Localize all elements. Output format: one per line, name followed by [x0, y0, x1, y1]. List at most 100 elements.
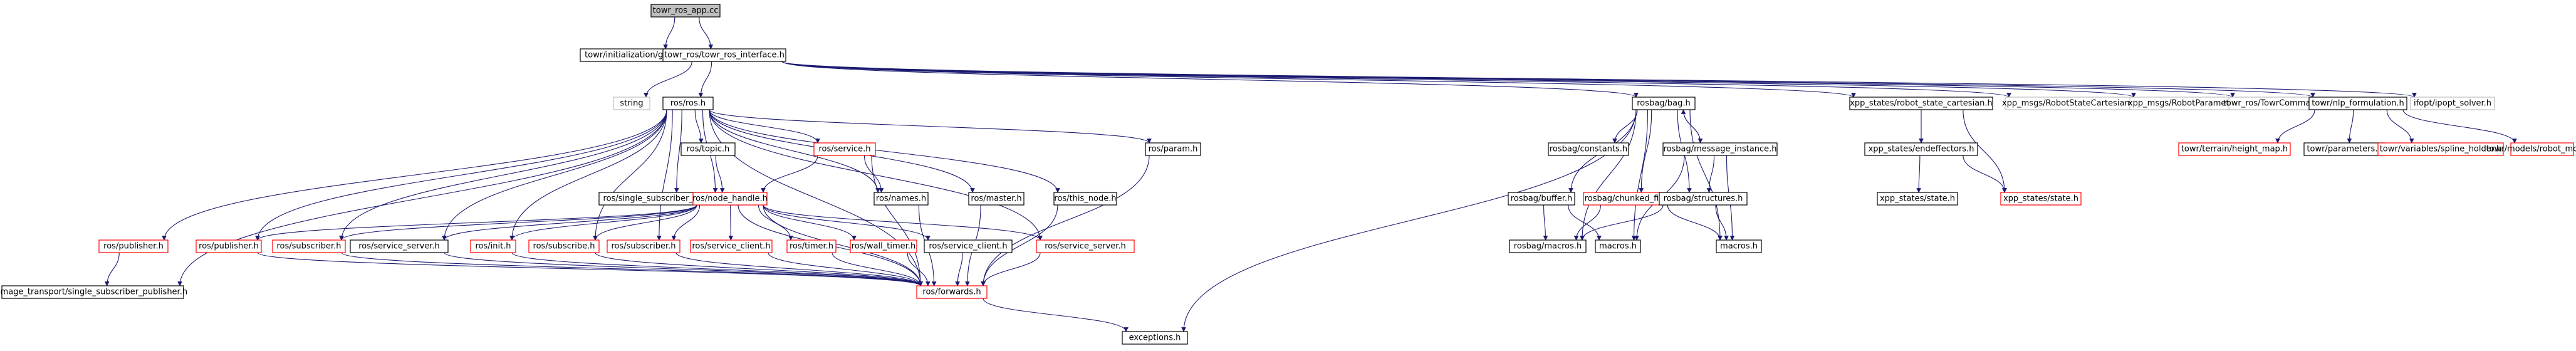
node-structures[interactable]: rosbag/structures.h [1659, 192, 1748, 206]
node-subscriber[interactable]: ros/subscriber.h [272, 239, 346, 253]
node-label: xpp_states/robot_state_cartesian.h [1850, 99, 1993, 108]
node-towr-params[interactable]: towr/parameters.h [2303, 142, 2386, 156]
node-ipopt[interactable]: ifopt/ipopt_solver.h [2410, 97, 2495, 110]
node-box [196, 239, 262, 253]
node-label: rosbag/buffer.h [1511, 194, 1573, 204]
node-label: rosbag/structures.h [1664, 194, 1743, 204]
node-box [528, 239, 600, 253]
node-bag[interactable]: rosbag/bag.h [1632, 97, 1696, 110]
node-names[interactable]: ros/names.h [873, 192, 929, 206]
node-label: ros/service_client.h [929, 242, 1007, 251]
edge-nlp-to-height_map [2275, 109, 2315, 144]
node-box [813, 142, 876, 156]
node-box [662, 97, 714, 110]
node-macros1[interactable]: macros.h [1595, 239, 1641, 253]
edge-bag-to-macros1 [1631, 109, 1648, 241]
edge-node_handle-to-service_server [442, 204, 697, 241]
node-macros2[interactable]: macros.h [1716, 239, 1762, 253]
node-label: xpp_msgs/RobotParameters.h [2128, 99, 2250, 108]
node-label: towr/models/robot_model.h [2486, 145, 2576, 154]
node-app[interactable]: towr_ros_app.cc [650, 4, 721, 18]
node-layer: towr_ros_app.cctowr/initialization/gait_… [0, 4, 2576, 345]
edge-towr_if-to-ros [698, 61, 712, 98]
node-publisher-l[interactable]: ros/publisher.h [98, 239, 169, 253]
node-xpp-msg-rsc[interactable]: xpp_msgs/RobotStateCartesian.h [2002, 97, 2137, 110]
node-label: ros/publisher.h [199, 242, 259, 251]
node-node-handle[interactable]: ros/node_handle.h [692, 192, 768, 206]
node-param[interactable]: ros/param.h [1145, 142, 1201, 156]
edge-subscriber-to-forwards [341, 252, 923, 286]
edge-towr_if-to-xpp_msg_rp [781, 61, 2136, 98]
node-init[interactable]: ros/init.h [470, 239, 516, 253]
edge-service-to-forwards [871, 155, 923, 286]
node-label: ros/param.h [1149, 145, 1198, 154]
node-this-node[interactable]: ros/this_node.h [1053, 192, 1117, 206]
node-box [613, 97, 650, 110]
node-label: towr_ros/TowrCommand.h [2223, 99, 2329, 108]
node-box [1509, 239, 1587, 253]
node-towr-if[interactable]: towr_ros/towr_ros_interface.h [662, 48, 786, 62]
edge-node_handle-to-service_client2 [763, 204, 931, 241]
node-buffer[interactable]: rosbag/buffer.h [1508, 192, 1575, 206]
node-xpp-msg-rp[interactable]: xpp_msgs/RobotParameters.h [2128, 97, 2250, 110]
node-box [2308, 97, 2407, 110]
edge-ros-to-ssp [674, 109, 682, 193]
edge-nlp-to-towr_params [2347, 109, 2354, 144]
node-service-server2[interactable]: ros/service_server.h [1036, 239, 1135, 253]
edge-ros-to-img_ssp [177, 109, 667, 286]
node-box [786, 239, 837, 253]
node-forwards[interactable]: ros/forwards.h [916, 285, 988, 299]
node-publisher[interactable]: ros/publisher.h [196, 239, 262, 253]
edge-layer [104, 16, 2517, 332]
node-robot-model[interactable]: towr/models/robot_model.h [2486, 142, 2576, 156]
node-service-client2[interactable]: ros/service_client.h [924, 239, 1013, 253]
node-box [1053, 192, 1117, 206]
node-label: xpp_states/state.h [1880, 194, 1955, 204]
node-chunked[interactable]: rosbag/chunked_file.h [1583, 192, 1676, 206]
node-label: ros/topic.h [687, 145, 730, 154]
node-xpp-endeff[interactable]: xpp_states/endeffectors.h [1864, 142, 1978, 156]
node-subscriber2[interactable]: ros/subscriber.h [607, 239, 681, 253]
node-service-server[interactable]: ros/service_server.h [350, 239, 449, 253]
node-msg-inst[interactable]: rosbag/message_instance.h [1662, 142, 1778, 156]
node-topic[interactable]: ros/topic.h [681, 142, 736, 156]
edge-ros-to-topic [694, 109, 704, 144]
node-xpp-rsc[interactable]: xpp_states/robot_state_cartesian.h [1849, 97, 1993, 110]
node-label: ros/service.h [818, 145, 870, 154]
node-string[interactable]: string [613, 97, 650, 110]
node-box [1849, 97, 1993, 110]
edge-ros-to-init [509, 109, 667, 241]
node-master[interactable]: ros/master.h [968, 192, 1025, 206]
node-rosbag-const[interactable]: rosbag/constants.h [1548, 142, 1629, 156]
edge-ros-to-service_server [442, 109, 667, 241]
node-xpp-state-red[interactable]: xpp_states/state.h [2000, 192, 2082, 206]
node-xpp-state[interactable]: xpp_states/state.h [1877, 192, 1958, 206]
node-box [2410, 97, 2495, 110]
node-service-client[interactable]: ros/service_client.h [690, 239, 773, 253]
node-box [1595, 239, 1641, 253]
node-exceptions[interactable]: exceptions.h [1122, 331, 1188, 345]
node-timer[interactable]: ros/timer.h [786, 239, 837, 253]
edge-xpp_rsc-to-xpp_state_red [1963, 109, 2007, 193]
node-subscribe[interactable]: ros/subscribe.h [528, 239, 600, 253]
node-height-map[interactable]: towr/terrain/height_map.h [2178, 142, 2291, 156]
node-wall-timer[interactable]: ros/wall_timer.h [850, 239, 917, 253]
node-img-ssp[interactable]: image_transport/single_subscriber_publis… [0, 285, 187, 299]
node-ros[interactable]: ros/ros.h [662, 97, 714, 110]
node-spline-holder[interactable]: towr/variables/spline_holder.h [2377, 142, 2504, 156]
edge-topic-to-node_handle [715, 155, 725, 193]
node-rosbag-macros[interactable]: rosbag/macros.h [1509, 239, 1587, 253]
node-label: towr_ros_app.cc [653, 6, 719, 16]
node-box [924, 239, 1013, 253]
node-label: rosbag/chunked_file.h [1585, 194, 1674, 204]
edge-chunked-to-macros2 [1667, 204, 1723, 241]
node-nlp[interactable]: towr/nlp_formulation.h [2308, 97, 2407, 110]
node-label: ros/subscriber.h [611, 242, 675, 251]
edge-ros-to-this_node [709, 109, 1060, 193]
node-box [1659, 192, 1748, 206]
node-label: ros/timer.h [790, 242, 833, 251]
node-service[interactable]: ros/service.h [813, 142, 876, 156]
edge-xpp_endeff-to-xpp_state [1916, 155, 1921, 193]
node-label: ros/init.h [475, 242, 511, 251]
